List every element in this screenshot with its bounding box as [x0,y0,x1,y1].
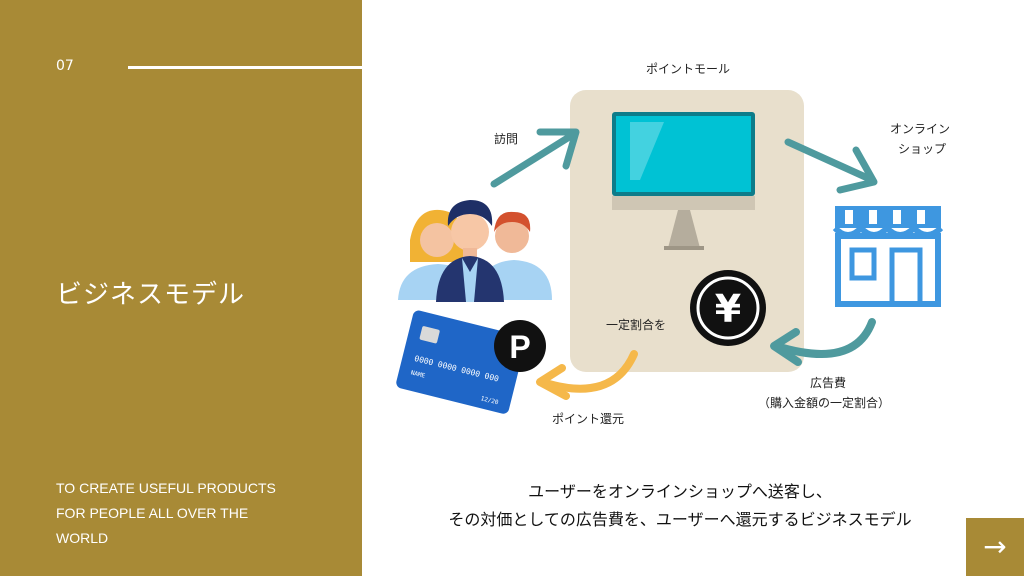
online-shop-label-1: オンライン [890,122,951,136]
card-name: NAME [410,369,426,379]
next-slide-button[interactable]: → [966,518,1024,576]
arrow-right-icon: → [983,530,1007,563]
ad-fee-arrow [770,318,876,366]
point-symbol: P [509,329,530,365]
shop-icon [832,206,944,307]
caption-line: その対価としての広告費を、ユーザーへ還元するビジネスモデル [448,510,912,529]
monitor-icon [612,112,755,250]
yen-coin-icon: ¥ [690,270,766,346]
point-return-arrow [536,350,638,400]
point-mall-label: ポイントモール [646,62,731,76]
sidebar: 07 ビジネスモデル TO CREATE USEFUL PRODUCTS FOR… [0,0,362,576]
tagline-line: TO CREATE USEFUL PRODUCTS [56,480,276,496]
credit-card-icon: 0000 0000 0000 000 NAME 12/20 [396,310,526,414]
online-shop-label-2: ショップ [898,142,947,156]
visit-arrow [490,128,580,188]
tagline-line: WORLD [56,530,109,546]
tagline-line: FOR PEOPLE ALL OVER THE [56,505,249,521]
slide-number: 07 [56,58,74,74]
page-title: ビジネスモデル [56,280,246,310]
yen-symbol: ¥ [715,287,741,331]
visit-label: 訪問 [494,132,519,146]
header-divider [128,66,364,69]
diagram-caption: ユーザーをオンラインショップへ送客し、 その対価としての広告費を、ユーザーへ還元… [380,478,980,534]
ad-fee-detail-label: （購入金額の一定割合） [758,396,891,410]
caption-line: ユーザーをオンラインショップへ送客し、 [528,482,832,501]
users-group-icon [398,200,552,302]
card-expiry: 12/20 [480,395,500,406]
point-return-label: ポイント還元 [552,412,625,426]
point-coin-icon: P [494,320,546,372]
ad-fee-label: 広告費 [810,376,847,390]
tagline: TO CREATE USEFUL PRODUCTS FOR PEOPLE ALL… [56,476,316,551]
shop-arrow [784,138,878,194]
fixed-ratio-label: 一定割合を [606,318,667,332]
